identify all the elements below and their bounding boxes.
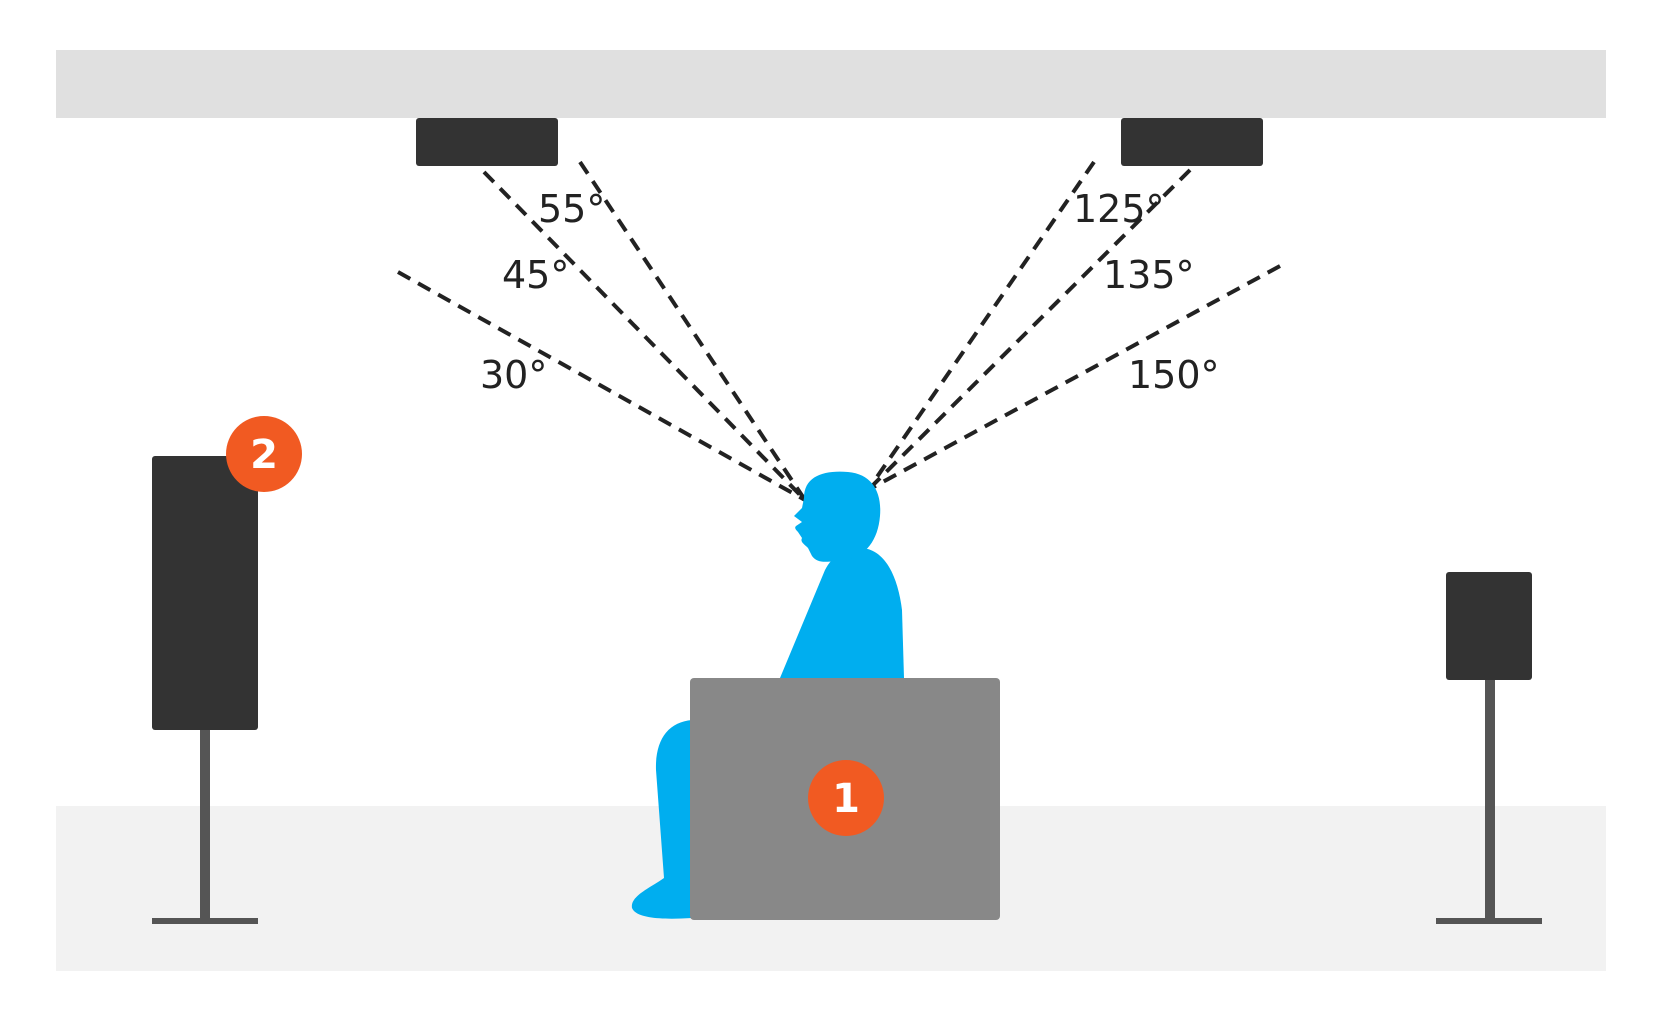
stand-speaker-right (1436, 572, 1542, 924)
angle-label-55: 55° (538, 187, 605, 231)
angle-label-30: 30° (480, 353, 547, 397)
angle-label-125: 125° (1073, 187, 1165, 231)
floor-speaker-left-pole (200, 730, 210, 920)
seated-listener (631, 471, 904, 919)
angle-line-45 (482, 170, 807, 502)
seat-badge-number: 1 (832, 776, 860, 822)
front-speaker-badge-circle (226, 416, 302, 492)
floor-speaker-left-cabinet (152, 456, 258, 730)
angle-line-30 (397, 270, 806, 502)
stand-speaker-right-pole (1485, 680, 1495, 920)
stand-speaker-right-base (1436, 918, 1542, 924)
angle-label-135: 135° (1103, 253, 1195, 297)
angle-label-150: 150° (1128, 353, 1220, 397)
angle-line-55 (578, 160, 807, 502)
angle-label-45: 45° (502, 253, 569, 297)
stand-speaker-right-cabinet (1446, 572, 1532, 680)
angle-line-125 (866, 160, 1096, 492)
ceiling-speaker-right (1121, 118, 1263, 166)
angle-lines (397, 160, 1281, 502)
ceiling (56, 50, 1606, 118)
front-speaker-badge: 2 (226, 416, 302, 492)
front-speaker-badge-number: 2 (250, 432, 278, 478)
floor-speaker-left (152, 456, 258, 924)
angle-line-150 (867, 264, 1281, 492)
ceiling-speaker-left (416, 118, 558, 166)
angle-line-135 (866, 168, 1192, 492)
seat-badge-circle (808, 760, 884, 836)
floor-speaker-left-base (152, 918, 258, 924)
seat-badge: 1 (808, 760, 884, 836)
